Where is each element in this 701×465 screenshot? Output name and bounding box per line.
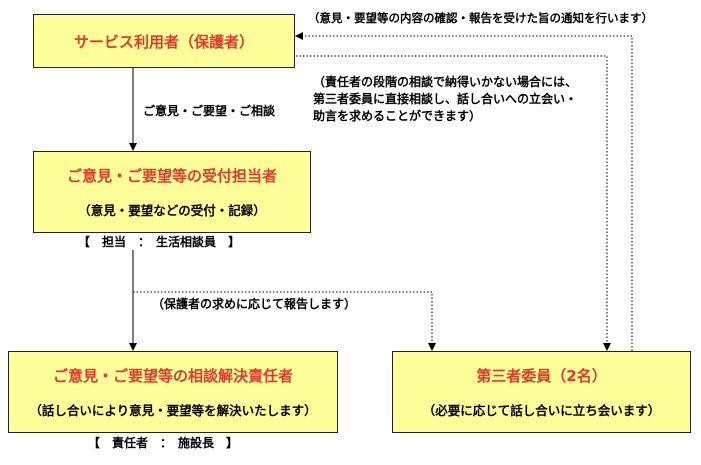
third-party-box: 第三者委員（2名） （必要に応じて話し合いに立ち会います） [392,351,691,433]
arrow-third-party-to-user [295,32,633,351]
arrow-reception-to-third-party [133,291,436,351]
reception-box-title: ご意見・ご要望等の受付担当者 [66,167,277,185]
resolution-box-sub: （話し合いにより意見・要望等を解決いたします） [29,403,317,418]
notify-note: （意見・要望等の内容の確認・報告を受けた旨の通知を行います） [308,11,653,25]
resolution-role-label: 【 責任者 ： 施設長 】 [88,436,239,450]
report-note: （保護者の求めに応じて報告します） [152,297,357,311]
direct-consult-note-line1: （責任者の段階の相談で納得いかない場合には、 [313,75,578,89]
reception-role-label: 【 担当 ： 生活相談員 】 [78,235,241,249]
third-party-box-title: 第三者委員（2名） [476,367,607,385]
direct-consult-note-line2: 第三者委員に直接相談し、話し合いへの立会い・ [313,92,578,106]
third-party-box-sub: （必要に応じて話し合いに立ち会います） [422,403,661,418]
resolution-box: ご意見・ご要望等の相談解決責任者 （話し合いにより意見・要望等を解決いたします） [8,351,338,433]
consult-label: ご意見・ご要望・ご相談 [143,104,276,118]
resolution-box-title: ご意見・ご要望等の相談解決責任者 [52,367,293,385]
user-box-title: サービス利用者（保護者） [73,33,254,51]
user-box: サービス利用者（保護者） [33,14,295,68]
direct-consult-note-line3: 助言を求めることができます） [313,109,482,123]
reception-box-sub: （意見・要望などの受付・記録） [78,203,266,218]
reception-box: ご意見・ご要望等の受付担当者 （意見・要望などの受付・記録） [33,151,311,233]
